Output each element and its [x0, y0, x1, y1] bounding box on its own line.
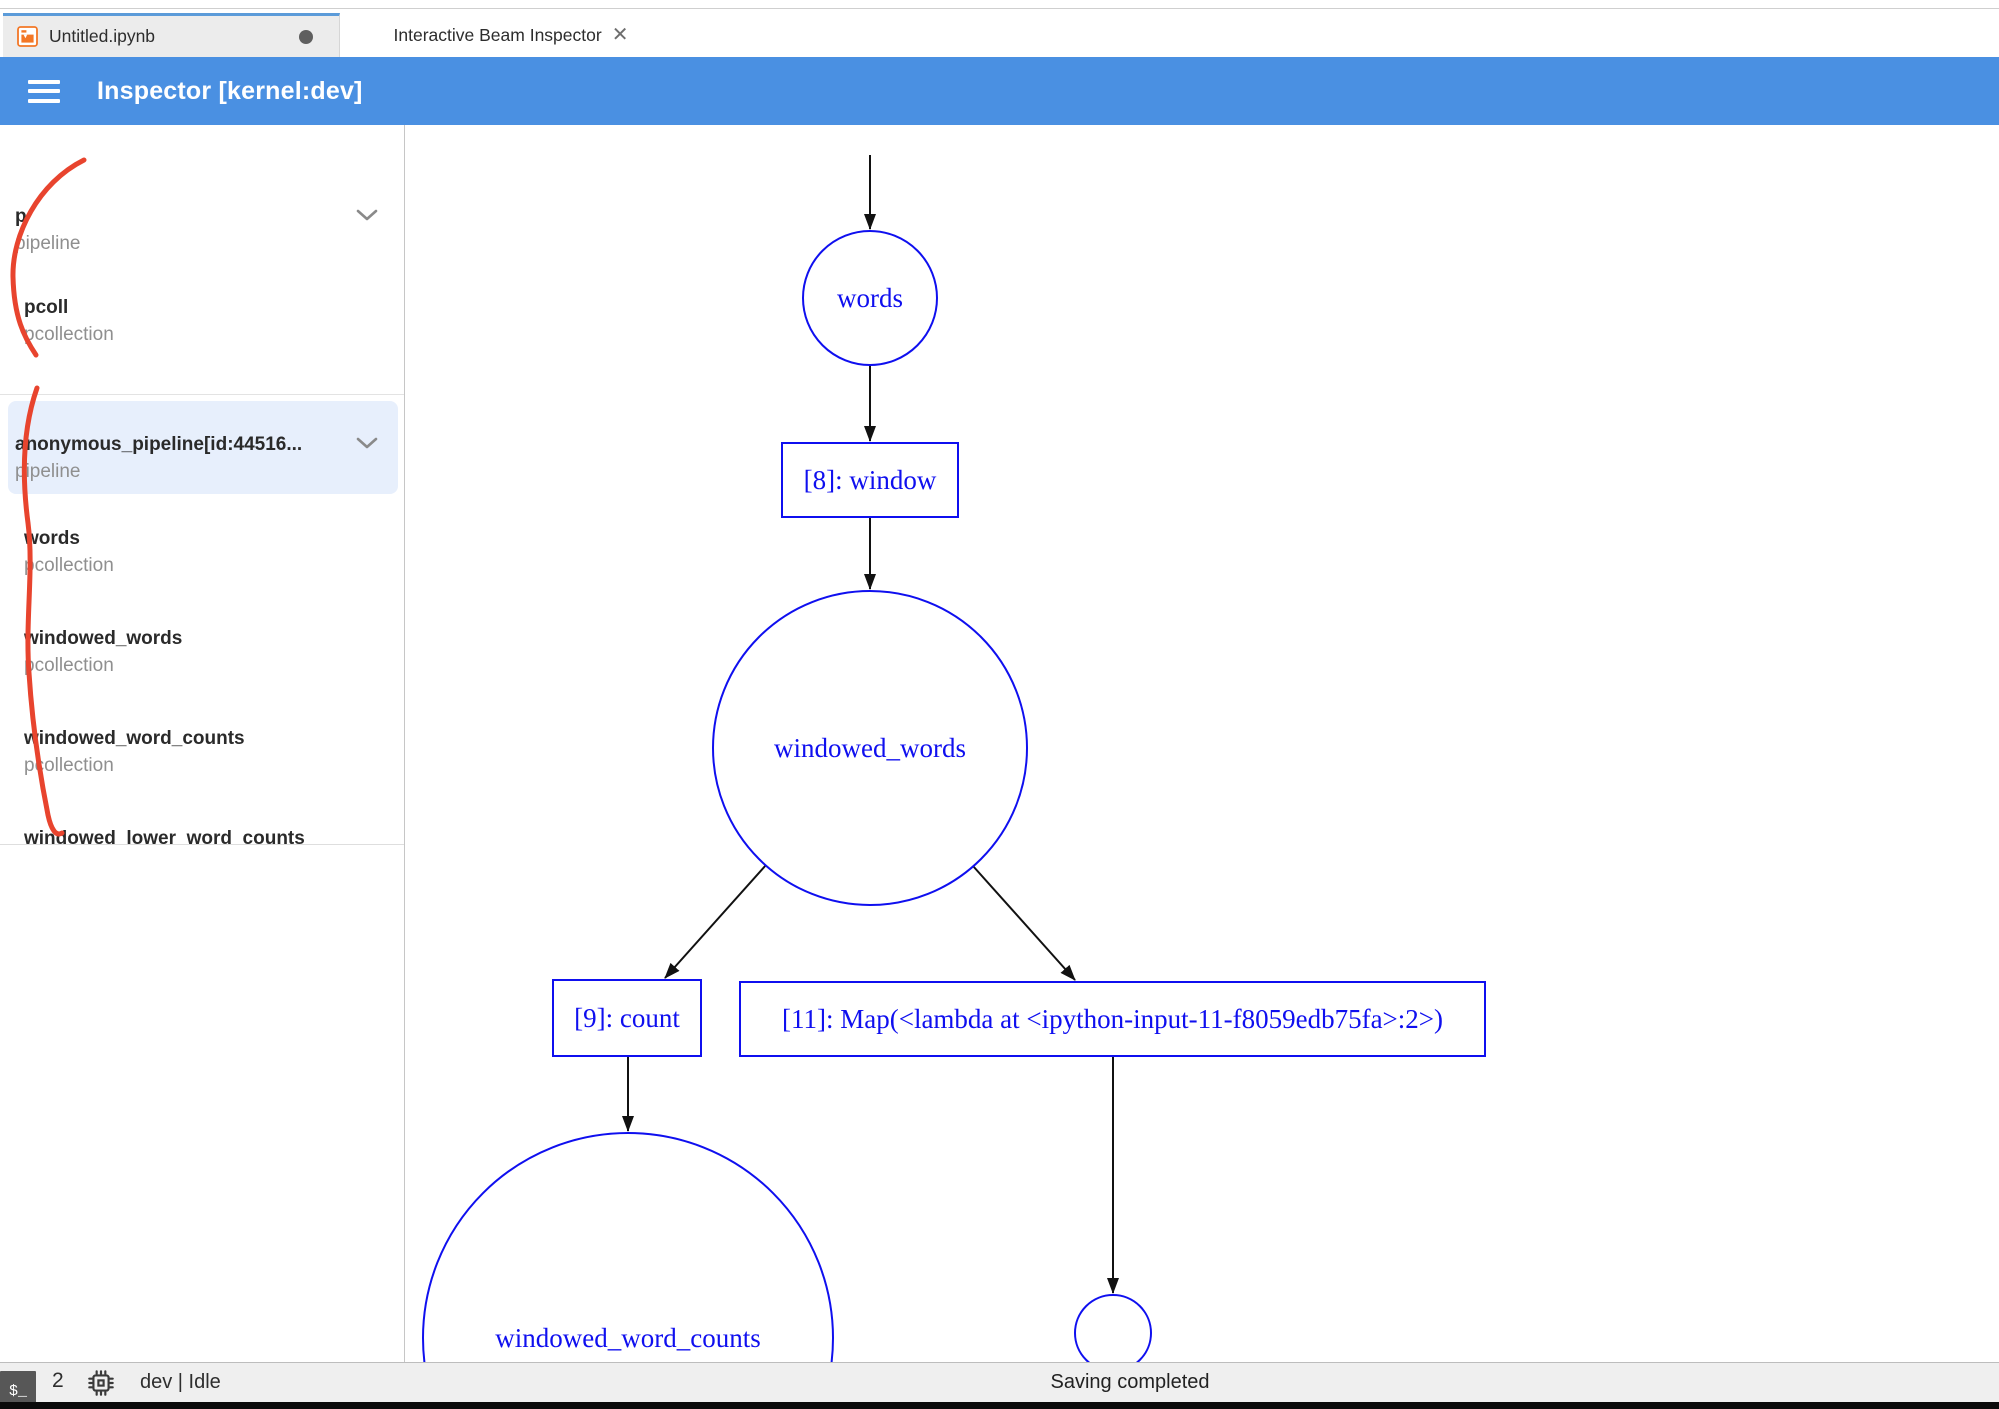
sidebar-item-words[interactable]: words pcollection [0, 525, 404, 579]
close-icon[interactable]: ✕ [611, 24, 629, 46]
browser-top-strip [0, 0, 1999, 13]
graph-node-unnamed_pcoll[interactable] [1074, 1294, 1152, 1362]
graph-node-windowed_words[interactable] [712, 590, 1028, 906]
graph-node-words[interactable] [802, 230, 938, 366]
graph-node-window[interactable] [781, 442, 959, 518]
item-name: windowed_words [24, 628, 183, 649]
kernel-status: dev | Idle [140, 1371, 221, 1393]
item-type-label: pcollection [24, 555, 114, 576]
unsaved-dot-icon [299, 29, 313, 44]
item-type-label: pcollection [24, 755, 114, 776]
sidebar-item-pcoll[interactable]: pcoll pcollection [0, 294, 404, 348]
sidebar-item-windowed_words[interactable]: windowed_words pcollection [0, 625, 404, 679]
terminal-icon[interactable]: $_ [0, 1371, 36, 1403]
pipeline-tree: p pipeline pcoll pcollection anonymous_pipel… [0, 125, 404, 845]
pipeline-sidebar: p pipeline pcoll pcollection anonymous_pipel… [0, 125, 405, 1362]
graph-node-label-windowed_word_counts: windowed_word_counts [495, 1323, 760, 1353]
graph-node-windowed_word_counts[interactable] [422, 1132, 834, 1362]
item-name: words [24, 528, 80, 549]
tab-untitled-notebook[interactable]: Untitled.ipynb [3, 13, 340, 57]
item-type-label: pipeline [15, 233, 81, 254]
sidebar-section-divider [0, 394, 404, 395]
terminal-count: 2 [52, 1369, 64, 1392]
item-name: p [15, 206, 27, 227]
graph-node-count[interactable] [552, 979, 702, 1057]
tab-untitled-label: Untitled.ipynb [49, 26, 156, 46]
item-name: windowed_lower_word_counts [24, 828, 305, 845]
sidebar-item-anonymous_pipeline-id-44516-[interactable]: anonymous_pipeline[id:44516... pipeline [8, 401, 398, 494]
graph-node-label-windowed_words: windowed_words [774, 733, 966, 763]
tab-inspector-label: Interactive Beam Inspector [393, 24, 602, 45]
edge-windowed_words-to-count [664, 864, 767, 979]
graph-node-label-count: [9]: count [574, 1003, 680, 1033]
item-name: anonymous_pipeline[id:44516... [15, 434, 303, 455]
status-message: Saving completed [1050, 1371, 1210, 1393]
chevron-down-icon[interactable] [356, 437, 378, 449]
graph-node-label-window: [8]: window [804, 465, 937, 495]
inspector-header: Inspector [kernel:dev] [0, 57, 1999, 125]
sidebar-item-windowed_word_counts[interactable]: windowed_word_counts pcollection [0, 725, 404, 779]
graph-node-label-words: words [837, 283, 903, 313]
pipeline-graph-area[interactable]: words [8]: window windowed_words [9]: count… [405, 125, 1999, 1362]
tab-bar: Untitled.ipynb Interactive Beam Inspecto… [0, 13, 1999, 57]
item-name: windowed_word_counts [24, 728, 245, 749]
page-title: Inspector [kernel:dev] [97, 76, 363, 105]
edge-windowed_words-to-map_lambda [972, 865, 1076, 981]
sidebar-item-p[interactable]: p pipeline [0, 203, 404, 257]
item-type-label: pipeline [15, 461, 81, 482]
graph-node-label-map_lambda: [11]: Map(<lambda at <ipython-input-11-f… [782, 1004, 1443, 1034]
graph-node-map_lambda[interactable] [739, 981, 1486, 1057]
beam-dag-svg: words [8]: window windowed_words [9]: count… [422, 155, 1486, 1362]
item-type-label: pcollection [24, 655, 114, 676]
kernel-chip-icon[interactable] [88, 1370, 114, 1396]
status-bar: $_ 2 dev | Idle Saving completed [0, 1362, 1999, 1403]
item-name: pcoll [24, 297, 69, 318]
hamburger-menu-icon[interactable] [28, 74, 60, 108]
chevron-down-icon[interactable] [356, 209, 378, 221]
bottom-black-strip [0, 1402, 1999, 1409]
item-type-label: pcollection [24, 324, 114, 345]
tab-beam-inspector[interactable]: Interactive Beam Inspector ✕ [340, 13, 682, 57]
notebook-icon [17, 26, 38, 47]
